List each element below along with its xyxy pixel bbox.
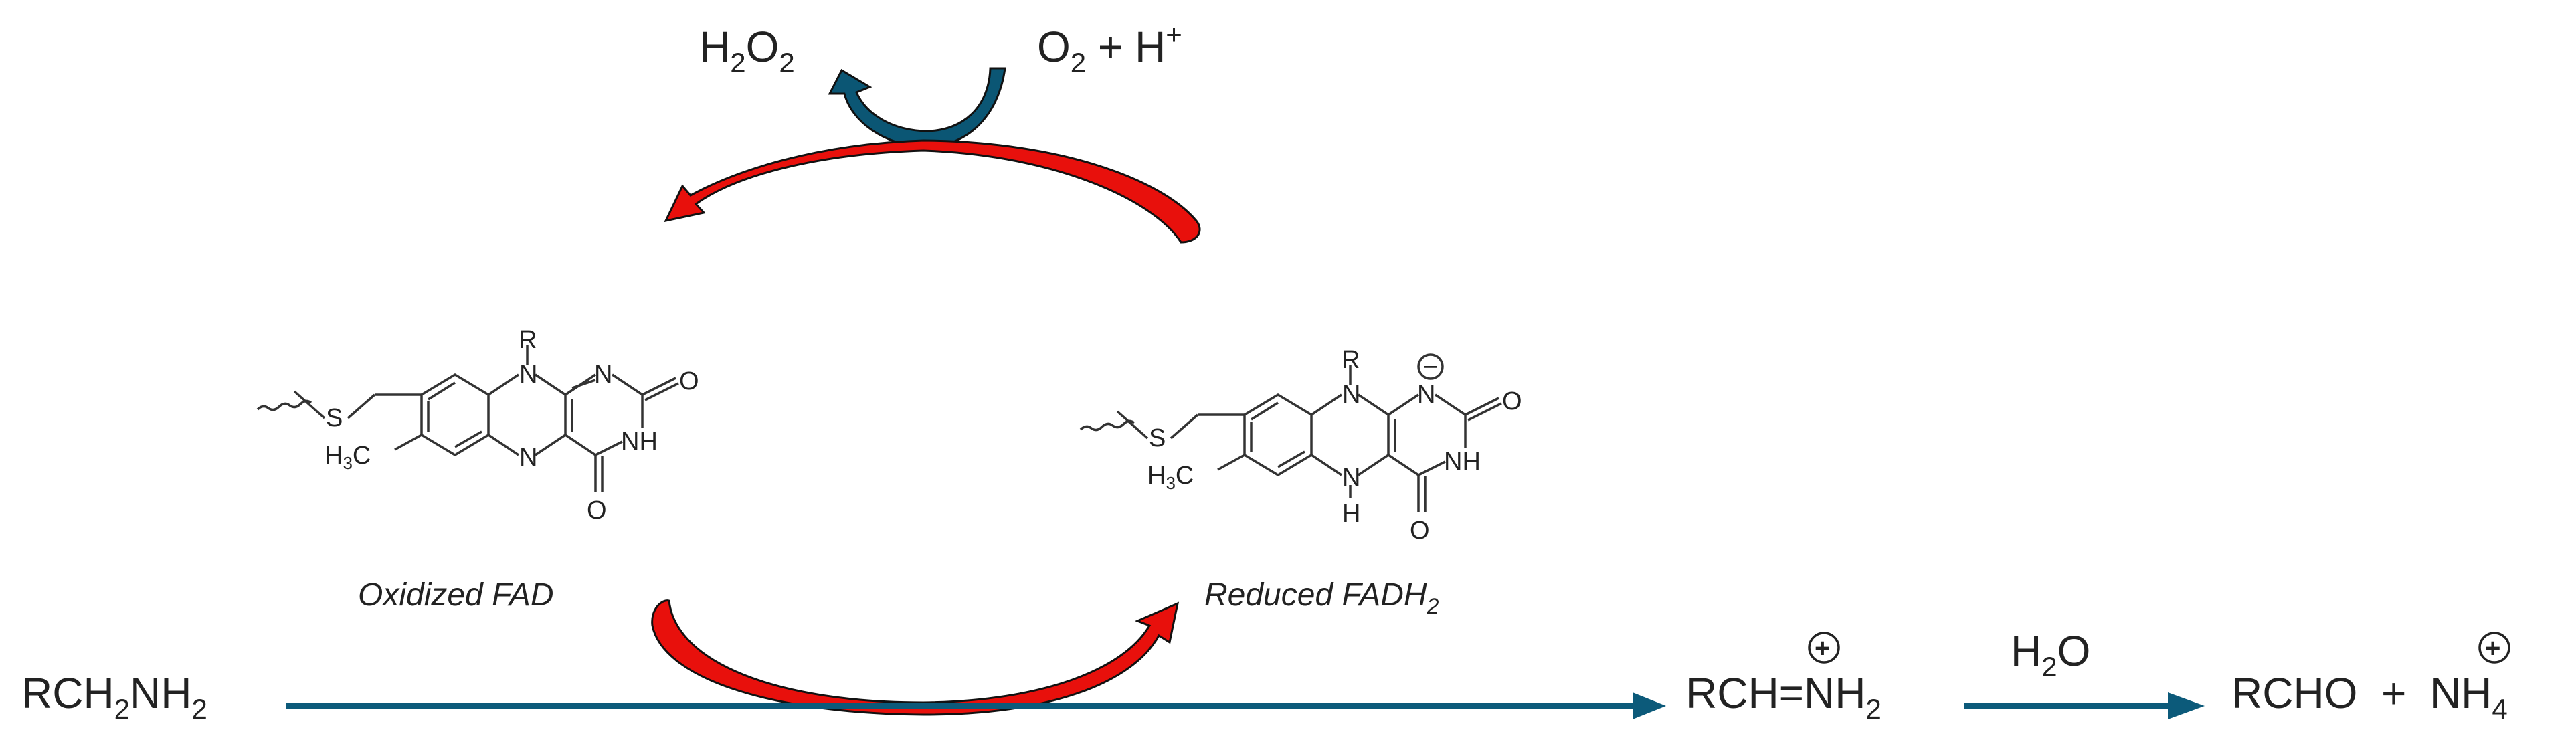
svg-text:RCH=NH2: RCH=NH2 [1686,669,1881,725]
fad-red-methyl-atom: H3C [1147,462,1194,493]
products-label: RCHO + NH4 + [2231,632,2510,725]
fad-ox-o4-atom: O [587,496,607,525]
reduced-fadh2-structure [1079,353,1502,512]
fad-red-n1-atom: N [1417,381,1435,409]
fad-red-r-atom: R [1342,346,1360,374]
ammonium-positive-charge: + [2485,634,2500,663]
fad-red-n10-atom: N [1342,381,1360,409]
fad-ox-methyl-atom: H3C [325,442,371,473]
fad-ox-n10-atom: N [519,361,537,389]
hydrolysis-arrowhead [2168,692,2205,719]
fad-ox-s-atom: S [326,404,343,432]
iminium-label: RCH=NH2 + [1686,632,1881,725]
iminium-positive-charge: + [1815,634,1830,663]
main-reaction-arrowhead [1633,692,1666,719]
reduced-fadh2-label: Reduced FADH2 [1204,577,1439,618]
fad-ox-r-atom: R [519,326,537,354]
oxygen-proton-label: O2 + H+ [1037,19,1182,78]
reduced-fadh2-atoms: R N N − O NH N H O S H3C [1147,346,1522,545]
blue-oxidation-curve-arrow [828,67,1006,149]
fad-ox-o2-atom: O [679,367,699,395]
fad-red-negative-charge: − [1423,353,1438,381]
primary-amine-label: RCH2NH2 [21,669,207,725]
water-label: H2O [2011,627,2090,682]
fad-red-n5-atom: N [1342,464,1360,492]
fad-red-o4-atom: O [1410,517,1430,545]
red-top-arc-arrow [664,139,1201,244]
fad-ox-nh-atom: NH [621,428,658,456]
red-bottom-arc-arrow [651,599,1180,716]
oxidized-fad-atoms: R N N O NH N O S H3C [325,326,699,525]
svg-text:RCHO + NH4: RCHO + NH4 [2231,669,2508,725]
fad-ox-n1-atom: N [594,361,612,389]
oxidized-fad-label: Oxidized FAD [358,577,554,613]
fad-red-n5-hydrogen: H [1342,500,1360,528]
fad-ox-n5-atom: N [519,444,537,472]
oxidized-fad-structure [256,345,679,492]
fad-red-nh-atom: NH [1444,448,1481,476]
fad-red-s-atom: S [1149,424,1166,452]
fad-red-o2-atom: O [1502,387,1522,415]
hydrogen-peroxide-label: H2O2 [699,23,795,78]
